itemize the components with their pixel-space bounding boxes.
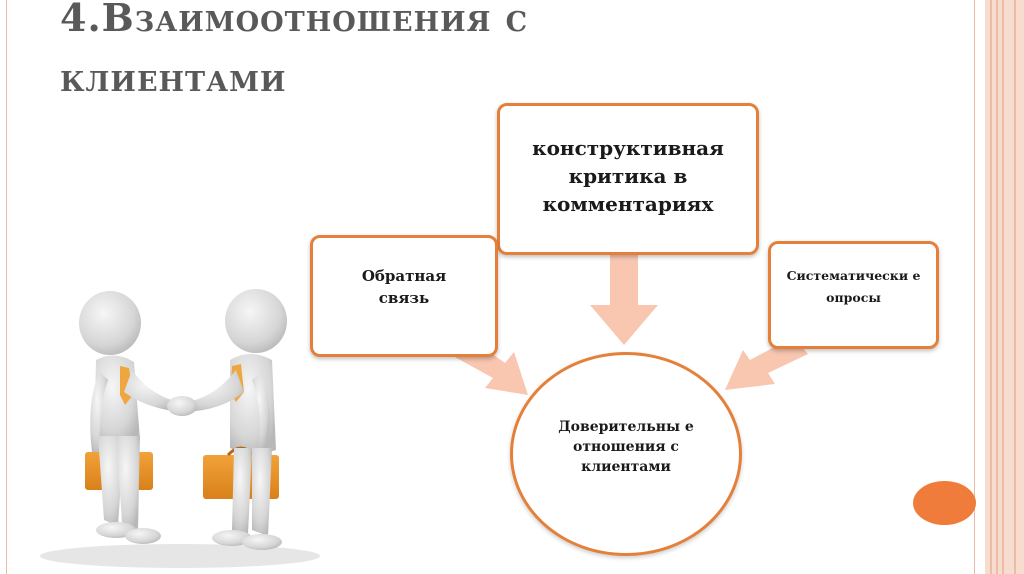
decor-stripe <box>996 0 998 574</box>
decor-stripe <box>1014 0 1016 574</box>
frame-line-right <box>974 0 975 574</box>
person-figure-right <box>167 289 287 550</box>
person-figure-left <box>79 291 180 544</box>
box-surveys-text: Систематически е опросы <box>786 268 921 305</box>
slide-title: 4.Взаимоотношения с клиентами <box>60 0 760 108</box>
diagram-center-node: Доверительны е отношения с клиентами <box>510 352 742 556</box>
decor-orange-dot <box>913 481 976 525</box>
title-line-1: 4.Взаимоотношения с <box>60 0 529 40</box>
arrow-down <box>590 252 658 345</box>
frame-line-left <box>6 0 7 574</box>
decor-stripe <box>1002 0 1004 574</box>
diagram-box-surveys: Систематически е опросы <box>768 241 939 349</box>
diagram-box-criticism: конструктивная критика в комментариях <box>497 103 759 255</box>
box-feedback-text: Обратная связь <box>361 267 447 307</box>
title-line-2: клиентами <box>60 55 287 100</box>
arrow-right-to-center <box>725 337 808 390</box>
decor-stripe <box>990 0 992 574</box>
center-node-text: Доверительны е отношения с клиентами <box>558 419 694 475</box>
box-criticism-text: конструктивная критика в комментариях <box>532 136 724 216</box>
diagram-box-feedback: Обратная связь <box>310 235 498 357</box>
